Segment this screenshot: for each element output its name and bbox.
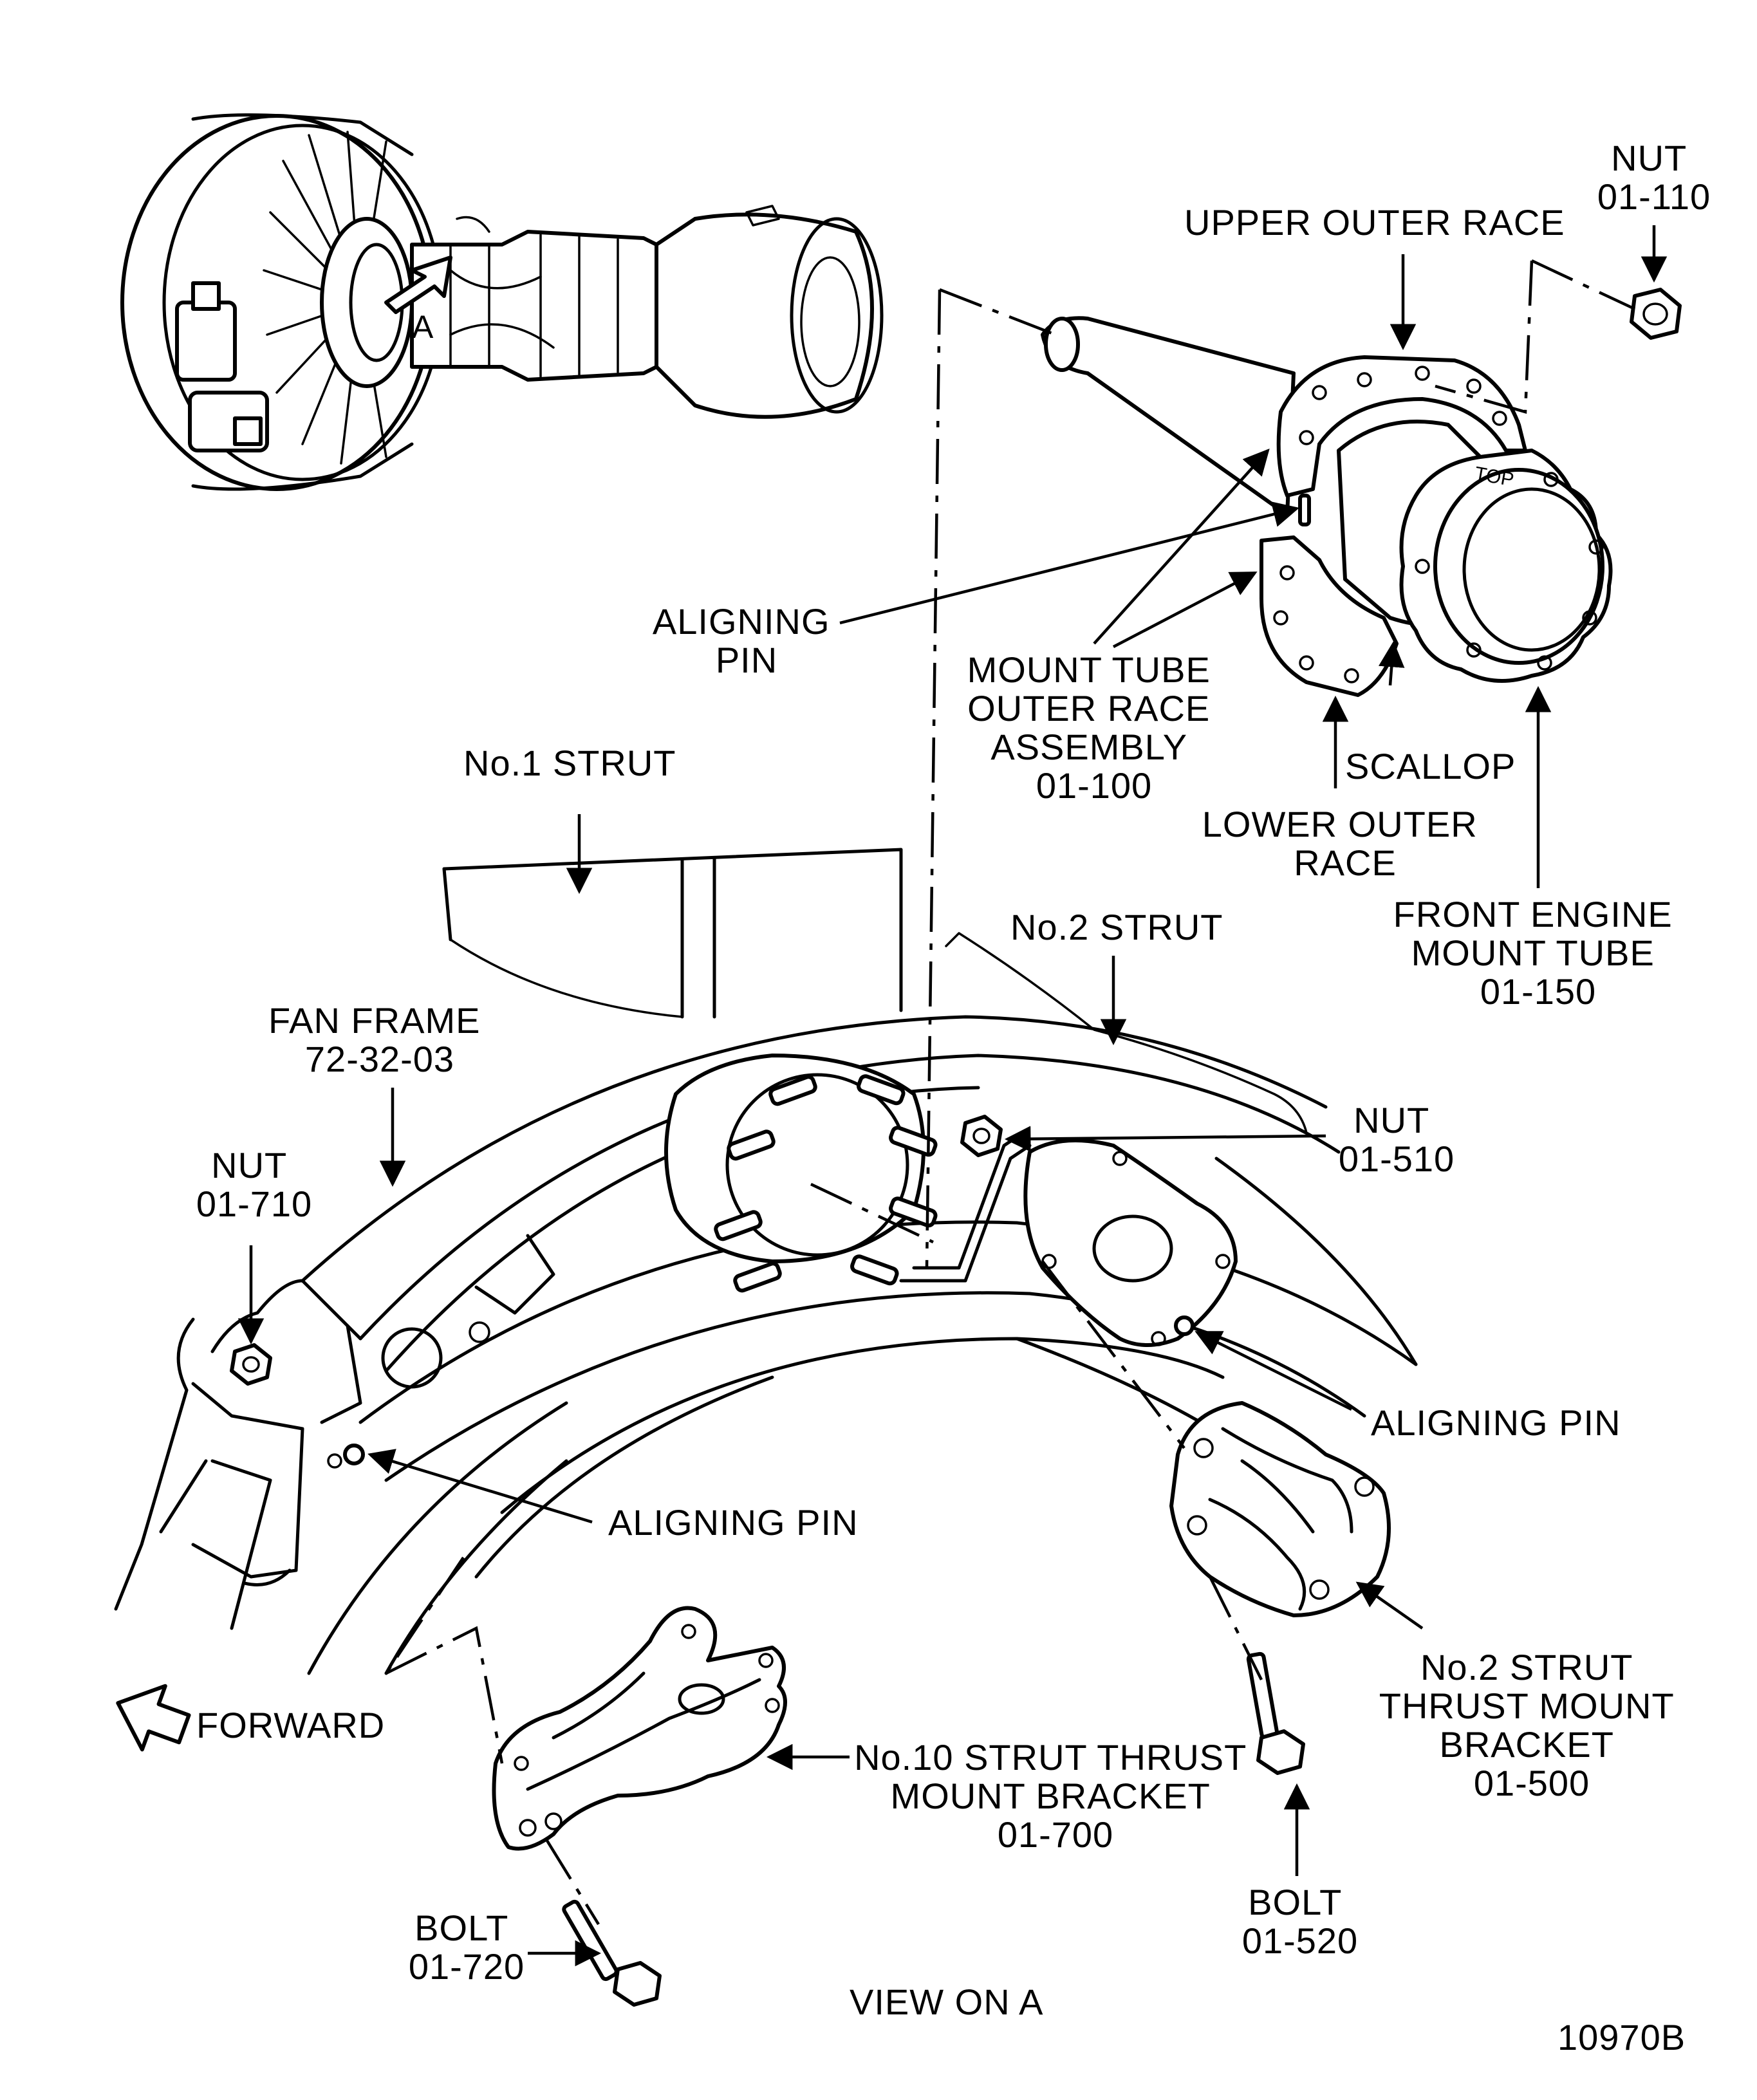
- label-aligning-pin-left: ALIGNING PIN: [608, 1502, 859, 1543]
- nut-01-110-icon: [1630, 288, 1682, 340]
- label-mount-tube-outer-race-assembly: MOUNT TUBE OUTER RACE ASSEMBLY 01-100: [967, 649, 1222, 806]
- no10-strut-bracket-illustration: [492, 1606, 787, 2007]
- bolt-01-520-icon: [1246, 1651, 1305, 1775]
- callout-labels: NUT 01-110 UPPER OUTER RACE ALIGNING PIN…: [196, 138, 1711, 2058]
- label-aligning-pin-top: ALIGNING PIN: [653, 601, 841, 680]
- front-engine-mount-tube-illustration: TOP: [1041, 288, 1682, 697]
- label-upper-outer-race: UPPER OUTER RACE: [1184, 202, 1565, 243]
- label-scallop: SCALLOP: [1345, 746, 1516, 786]
- drawing-number: 10970B: [1557, 2017, 1686, 2058]
- no2-strut-bracket-illustration: [1169, 1401, 1391, 1775]
- label-bolt-01-520: BOLT 01-520: [1242, 1882, 1358, 1961]
- mount-studs: [714, 1074, 938, 1293]
- alignment-centerlines: [385, 259, 1635, 1926]
- label-forward: FORWARD: [196, 1705, 385, 1745]
- label-no10-strut-thrust-mount-bracket: No.10 STRUT THRUST MOUNT BRACKET 01-700: [854, 1737, 1257, 1855]
- label-no1-strut: No.1 STRUT: [463, 743, 676, 783]
- aligning-pin-left-icon: [343, 1444, 365, 1465]
- label-no2-strut-thrust-mount-bracket: No.2 STRUT THRUST MOUNT BRACKET 01-500: [1379, 1647, 1684, 1803]
- label-nut-01-710: NUT 01-710: [196, 1145, 312, 1224]
- label-no2-strut: No.2 STRUT: [1010, 907, 1223, 947]
- label-front-engine-mount-tube: FRONT ENGINE MOUNT TUBE 01-150: [1393, 894, 1684, 1012]
- forward-arrow-icon: [116, 1684, 191, 1752]
- nut-01-710-icon: [230, 1343, 272, 1386]
- nut-01-510-icon: [960, 1115, 1003, 1157]
- label-fan-frame: FAN FRAME 72-32-03: [268, 1000, 491, 1079]
- label-nut-01-510: NUT 01-510: [1339, 1100, 1455, 1179]
- engine-overview-illustration: A: [120, 113, 884, 491]
- view-marker-a: A: [412, 309, 434, 345]
- leader-lines: [237, 225, 1668, 1967]
- label-view-on-a: VIEW ON A: [850, 1982, 1044, 2022]
- label-bolt-01-720: BOLT 01-720: [409, 1908, 525, 1987]
- label-lower-outer-race: LOWER OUTER RACE: [1202, 804, 1488, 883]
- label-aligning-pin-right: ALIGNING PIN: [1371, 1402, 1621, 1443]
- label-nut-01-110: NUT 01-110: [1597, 138, 1711, 217]
